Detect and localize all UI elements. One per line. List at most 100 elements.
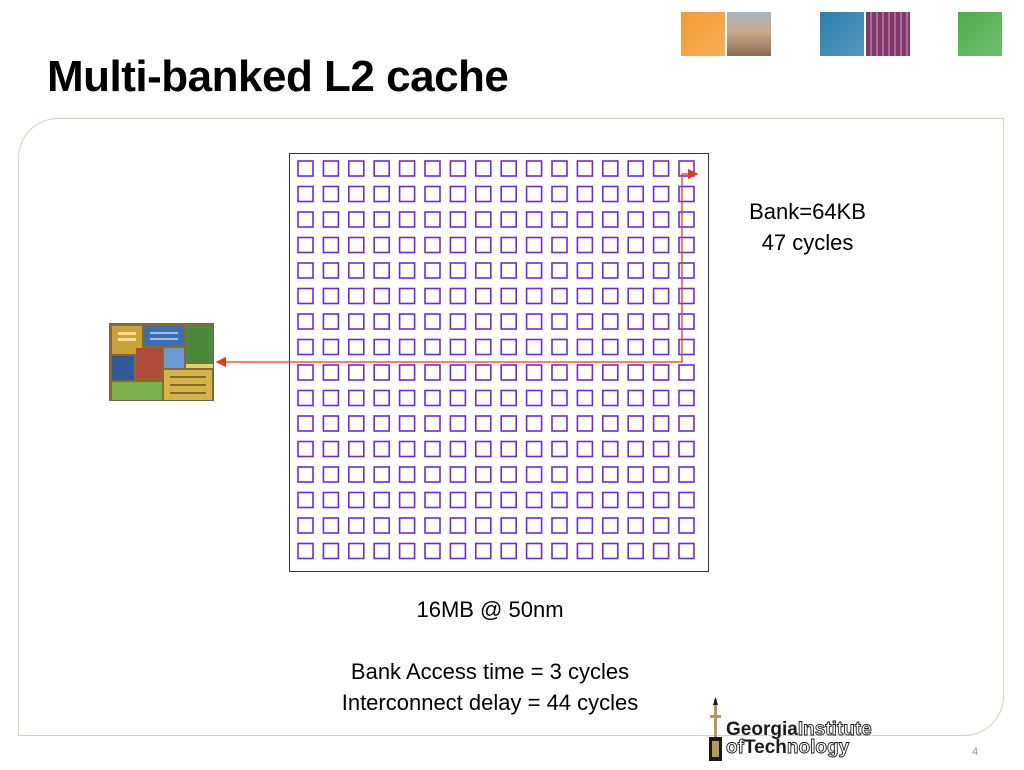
cache-bank — [297, 262, 314, 279]
logo-tech: Tech — [744, 737, 787, 758]
cache-bank — [525, 236, 543, 254]
cache-bank — [373, 415, 391, 432]
cache-bank — [525, 313, 543, 330]
cache-bank — [576, 415, 594, 432]
cache-bank — [297, 211, 314, 228]
cache-bank — [424, 185, 441, 203]
cache-bank — [347, 338, 365, 356]
cache-bank — [500, 491, 518, 509]
cache-bank — [474, 211, 492, 228]
cache-bank — [297, 364, 314, 381]
cache-bank — [474, 185, 492, 203]
cache-bank — [652, 364, 670, 381]
cache-bank — [398, 211, 416, 228]
cache-bank — [424, 236, 441, 254]
cache-bank — [347, 262, 365, 279]
orange-square — [681, 12, 725, 56]
capacity-label: 16MB @ 50nm — [416, 597, 564, 622]
cache-bank — [500, 440, 518, 458]
cache-bank — [347, 313, 365, 330]
cache-bank — [474, 415, 492, 432]
cache-bank — [601, 389, 619, 407]
cache-bank — [424, 542, 441, 560]
cache-bank — [398, 491, 416, 509]
cache-bank — [297, 517, 314, 534]
cache-bank — [652, 211, 670, 228]
cache-bank — [678, 491, 695, 509]
cache-bank — [398, 236, 416, 254]
cache-bank — [322, 236, 340, 254]
cache-bank — [601, 185, 619, 203]
cache-bank — [627, 466, 645, 483]
cache-bank — [601, 415, 619, 432]
cache-bank — [551, 517, 568, 534]
cache-bank — [347, 440, 365, 458]
cache-bank — [297, 389, 314, 407]
cache-bank — [347, 185, 365, 203]
cache-bank — [474, 491, 492, 509]
cache-bank — [551, 211, 568, 228]
cache-bank — [373, 389, 391, 407]
cache-bank — [551, 542, 568, 560]
cache-bank — [373, 491, 391, 509]
cache-bank — [601, 338, 619, 356]
cache-bank — [322, 313, 340, 330]
cache-bank — [652, 338, 670, 356]
cache-bank — [652, 185, 670, 203]
cache-bank — [398, 262, 416, 279]
cache-bank — [474, 466, 492, 483]
cache-bank — [449, 287, 467, 305]
cache-bank — [398, 160, 416, 177]
cache-bank — [500, 542, 518, 560]
cache-bank — [601, 364, 619, 381]
cache-bank — [551, 313, 568, 330]
cache-bank — [398, 517, 416, 534]
cache-bank — [474, 517, 492, 534]
cache-bank — [424, 491, 441, 509]
cache-bank — [373, 211, 391, 228]
cache-bank — [449, 185, 467, 203]
cache-bank — [398, 338, 416, 356]
cache-bank — [500, 211, 518, 228]
cache-bank — [322, 466, 340, 483]
cache-bank — [373, 313, 391, 330]
cache-bank — [678, 313, 695, 330]
cache-bank — [297, 491, 314, 509]
cache-bank — [652, 491, 670, 509]
bank-latency-text: 47 cycles — [761, 230, 854, 255]
cache-bank — [449, 211, 467, 228]
cache-bank — [551, 262, 568, 279]
cache-bank — [601, 542, 619, 560]
cache-bank — [627, 440, 645, 458]
cache-bank — [424, 389, 441, 407]
cache-bank — [576, 313, 594, 330]
cache-bank — [373, 466, 391, 483]
cache-bank — [627, 415, 645, 432]
cache-bank — [551, 364, 568, 381]
cache-bank — [576, 185, 594, 203]
cache-bank — [474, 160, 492, 177]
cache-bank — [424, 262, 441, 279]
cache-bank — [449, 236, 467, 254]
cache-bank — [424, 313, 441, 330]
cache-bank — [500, 338, 518, 356]
cache-bank — [551, 338, 568, 356]
cache-bank — [449, 313, 467, 330]
cache-bank — [297, 415, 314, 432]
cache-bank — [424, 211, 441, 228]
cache-bank — [424, 517, 441, 534]
cache-bank — [347, 415, 365, 432]
cache-bank — [297, 440, 314, 458]
cache-bank — [551, 440, 568, 458]
cache-bank — [627, 185, 645, 203]
cache-bank — [322, 415, 340, 432]
cache-bank — [576, 517, 594, 534]
cache-bank — [449, 262, 467, 279]
cache-bank — [678, 160, 695, 177]
cache-bank — [678, 440, 695, 458]
cache-bank — [652, 466, 670, 483]
cache-bank — [500, 517, 518, 534]
cache-bank — [449, 440, 467, 458]
cache-bank — [576, 211, 594, 228]
